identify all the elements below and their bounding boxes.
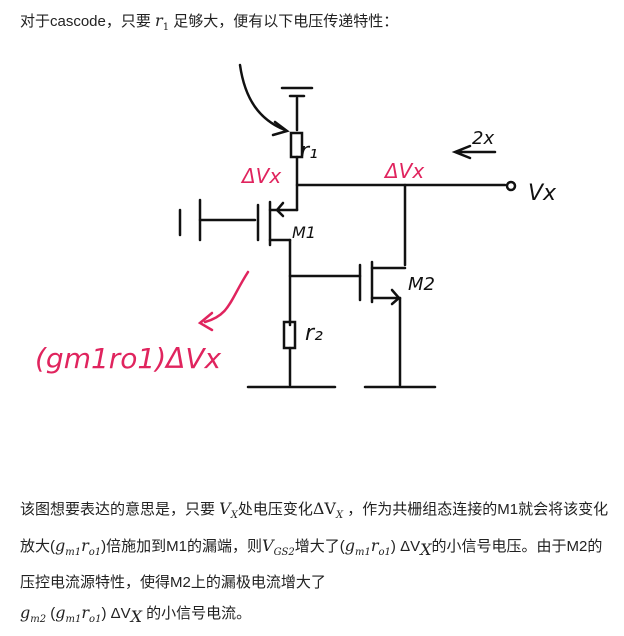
circuit-diagram: r₁ ΔVx ΔVx 2x Vx M1 M2 r₂ (gm1ro1)ΔVx [35, 63, 557, 389]
arrow-icon [238, 63, 287, 132]
input-arrow-icon [451, 144, 497, 160]
label-m2: M2 [408, 274, 435, 295]
transistor-m1 [178, 198, 299, 327]
label-dvx-left: ΔVx [240, 164, 281, 188]
red-arrow-icon [203, 270, 250, 324]
transistor-m2 [358, 260, 407, 387]
label-gain: (gm1ro1)ΔVx [35, 342, 221, 375]
explanation-paragraph: 该图想要表达的意思是，只要 VX处电压变化ΔVX ，作为共栅组态连接的M1就会将… [20, 499, 609, 627]
top-ground-symbol [280, 86, 314, 132]
vx-terminal [505, 180, 517, 192]
intro-text: 对于cascode，只要 r1 足够大，便有以下电压传递特性： [20, 6, 614, 43]
label-m1: M1 [292, 223, 316, 242]
math-r1: r1 [155, 11, 170, 34]
label-dvx-right: ΔVx [383, 159, 424, 183]
text: 对于cascode，只要 [20, 13, 156, 30]
label-vx: Vx [528, 181, 557, 206]
label-r1: r₁ [300, 139, 318, 164]
label-r2: r₂ [305, 321, 323, 346]
text: 足够大，便有以下电压传递特性： [169, 13, 399, 30]
label-2x: 2x [472, 128, 494, 149]
